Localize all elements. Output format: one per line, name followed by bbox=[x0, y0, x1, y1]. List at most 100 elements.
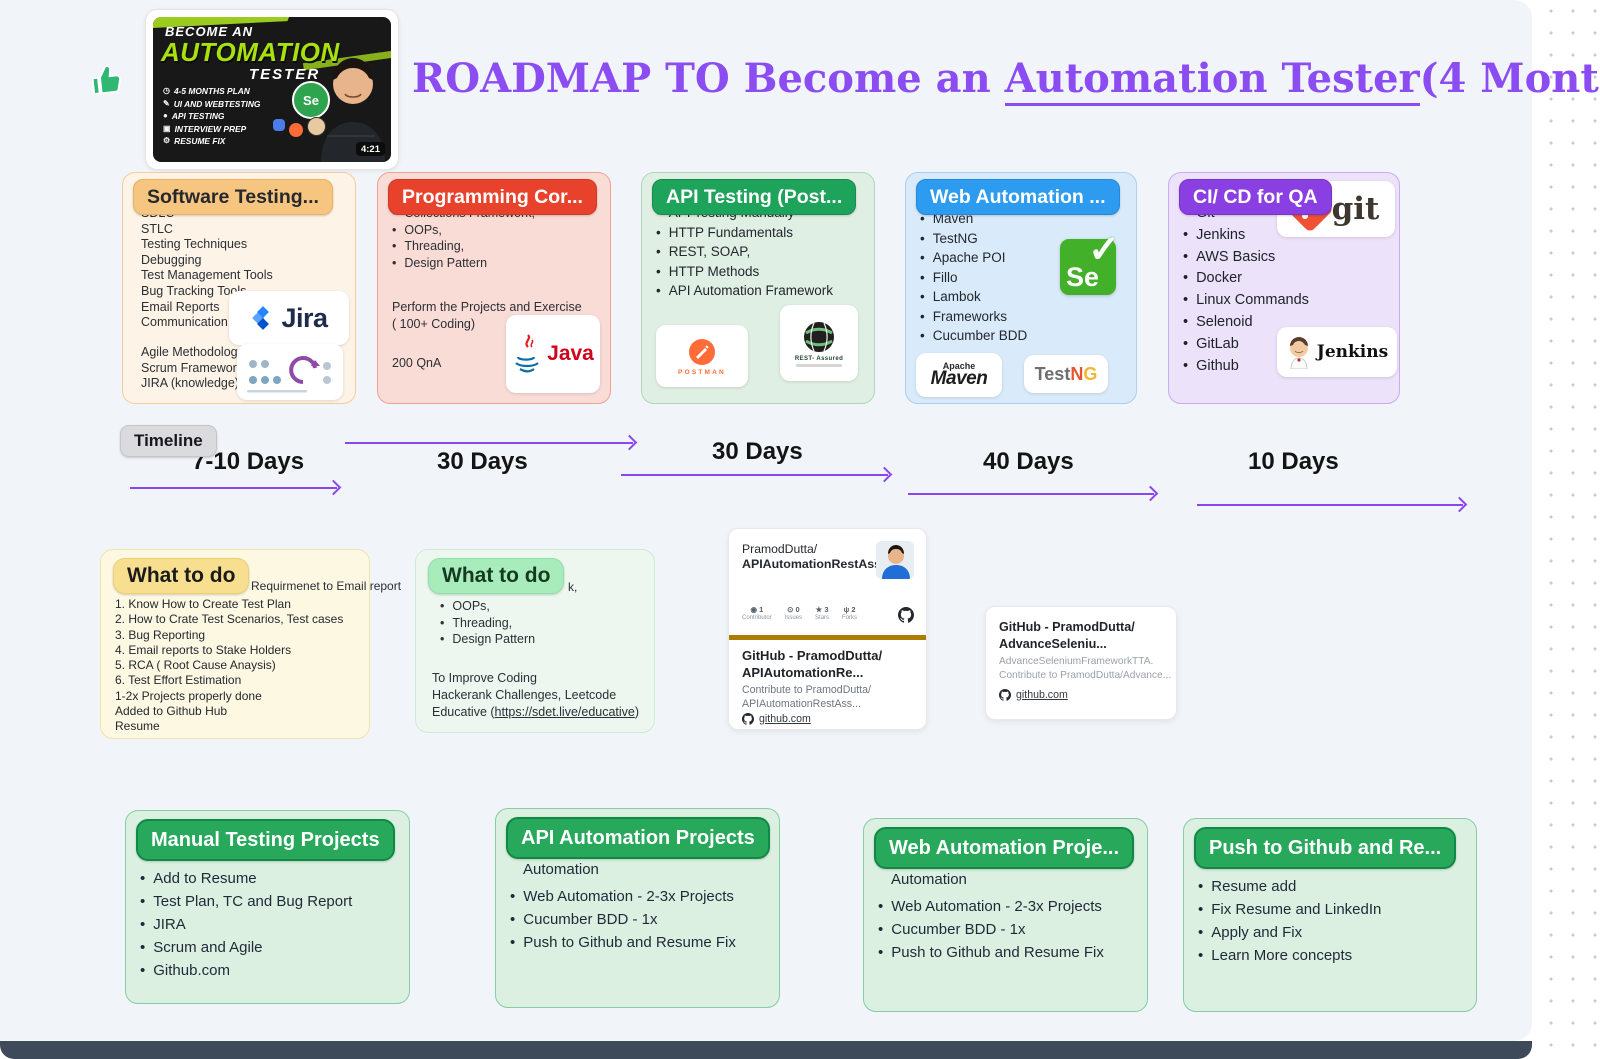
web-automation-list: Maven TestNG Apache POI Fillo Lambok Fra… bbox=[920, 209, 1028, 346]
educative-link[interactable]: https://sdet.live/educative bbox=[494, 705, 635, 719]
thumbnail-title-line3: TESTER bbox=[249, 66, 321, 83]
stat-label: Stars bbox=[815, 615, 830, 621]
list-item: Apache POI bbox=[920, 248, 1027, 268]
video-thumbnail[interactable]: BECOME AN AUTOMATION TESTER ◷4-5 MONTHS … bbox=[145, 9, 399, 170]
card-header-push-to-github: Push to Github and Re... bbox=[1194, 827, 1457, 869]
timeline-arrow[interactable] bbox=[908, 485, 1159, 502]
list-item: REST, SOAP, bbox=[656, 242, 833, 262]
list-item: OOPs, bbox=[440, 598, 535, 615]
card-header-programming: Programming Cor... bbox=[388, 179, 597, 215]
list-item: Resume add bbox=[1198, 875, 1381, 898]
preview-desc-line1: AdvanceSeleniumFrameworkTTA. bbox=[999, 656, 1154, 667]
coding-note-2: Hackerank Challenges, Leetcode bbox=[432, 688, 617, 702]
selenium-check-icon: ✓ bbox=[1088, 229, 1120, 271]
restassured-icon bbox=[804, 321, 834, 352]
contributor-icon: ◉ bbox=[750, 605, 757, 614]
card-what-to-do-manual[interactable]: What to do Requirmenet to Email report 1… bbox=[100, 549, 401, 739]
thumbs-up-icon[interactable] bbox=[88, 58, 128, 105]
timeline-arrow[interactable] bbox=[621, 466, 893, 483]
preview-divider-bar bbox=[729, 635, 926, 640]
list-item: Threading, bbox=[440, 615, 535, 632]
list-item: Frameworks bbox=[920, 307, 1027, 327]
card-push-to-github[interactable]: Push to Github and Re... Resume add Fix … bbox=[1183, 818, 1477, 1012]
card-header-software-testing: Software Testing... bbox=[133, 179, 333, 215]
timeline-arrow[interactable] bbox=[1197, 496, 1468, 513]
card-manual-testing-projects[interactable]: Manual Testing Projects Add to Resume Te… bbox=[125, 810, 410, 1004]
preview-desc-line1: Contribute to PramodDutta/ bbox=[742, 684, 871, 696]
programming-note-2: ( 100+ Coding) bbox=[392, 317, 476, 331]
card-api-testing[interactable]: API Testing (Post... API Testing Manuall… bbox=[641, 172, 875, 404]
timeline-label-pill[interactable]: Timeline bbox=[120, 425, 217, 457]
github-link-row: github.com bbox=[999, 689, 1068, 701]
jenkins-mini-icon bbox=[307, 117, 326, 136]
github-octocat-icon bbox=[999, 689, 1011, 701]
scrum-diagram bbox=[247, 356, 331, 393]
star-icon: ★ bbox=[815, 605, 823, 614]
thumbnail-feature: ●API TESTING bbox=[163, 110, 260, 123]
list-item: Push to Github and Resume Fix bbox=[878, 941, 1104, 964]
clipped-text-fragment: Requirmenet to Email report bbox=[251, 579, 402, 593]
jenkins-wordmark: Jenkins bbox=[1316, 342, 1389, 362]
git-wordmark: git bbox=[1331, 191, 1380, 227]
repo-name-block: PramodDutta/ APIAutomationRestAssu... bbox=[742, 542, 899, 572]
stat-value: 1 bbox=[759, 605, 764, 614]
timeline-arrow[interactable] bbox=[130, 479, 342, 496]
timeline-segment-label[interactable]: 30 Days bbox=[712, 438, 803, 465]
timeline-arrow[interactable] bbox=[345, 434, 638, 451]
timeline-segment-label[interactable]: 40 Days bbox=[983, 448, 1074, 475]
pencil-icon: ✎ bbox=[163, 98, 170, 108]
list-item: Docker bbox=[1183, 268, 1309, 290]
issue-icon-and-value: ⊙ 0 bbox=[787, 605, 800, 614]
avatar bbox=[876, 541, 914, 579]
educative-prefix: Educative ( bbox=[432, 705, 495, 719]
preview-desc-line2: APIAutomationRestAss... bbox=[742, 697, 861, 710]
what-to-do-manual-list: 1. Know How to Create Test Plan 2. How t… bbox=[115, 597, 343, 735]
star-icon-and-value: ★ 3 bbox=[816, 605, 829, 614]
preview-title-line1: GitHub - PramodDutta/ bbox=[742, 648, 883, 663]
board-bottom-edge bbox=[0, 1041, 1532, 1059]
list-item: Lambok bbox=[920, 287, 1027, 307]
tool-icon bbox=[273, 119, 285, 131]
github-card-advance-selenium[interactable]: GitHub - PramodDutta/ AdvanceSeleniu... … bbox=[985, 606, 1177, 720]
card-api-automation-projects[interactable]: API Automation Projects Automation Web A… bbox=[495, 808, 780, 1008]
card-web-automation-projects[interactable]: Web Automation Proje... Automation Web A… bbox=[863, 818, 1148, 1012]
github-link[interactable]: github.com bbox=[759, 713, 811, 725]
feature-label: UI AND WEBTESTING bbox=[173, 98, 261, 109]
coding-note: To Improve Coding bbox=[432, 671, 537, 685]
card-cicd[interactable]: CI/ CD for QA Git Jenkins AWS Basics Doc… bbox=[1168, 172, 1400, 404]
repo-owner: PramodDutta/ bbox=[742, 542, 818, 556]
title-prefix: ROADMAP TO Become an bbox=[412, 55, 1005, 102]
github-card-api-automation[interactable]: PramodDutta/ APIAutomationRestAssu... ◉ … bbox=[728, 528, 927, 730]
testng-part2: N bbox=[1070, 363, 1084, 384]
timeline-segment-label[interactable]: 10 Days bbox=[1248, 448, 1339, 475]
educative-suffix: ) bbox=[634, 705, 640, 719]
preview-title-line2: APIAutomationRe... bbox=[742, 664, 864, 680]
jenkins-logo: Jenkins bbox=[1277, 327, 1397, 377]
list-item: Apply and Fix bbox=[1198, 921, 1381, 944]
card-programming[interactable]: Programming Cor... Collections Framework… bbox=[377, 172, 611, 404]
timeline-segment-label[interactable]: 30 Days bbox=[437, 448, 528, 475]
testng-part3: G bbox=[1083, 363, 1098, 384]
list-item: HTTP Methods bbox=[656, 262, 833, 282]
list-item: Debugging bbox=[141, 252, 202, 267]
list-item: 1-2x Projects properly done bbox=[115, 688, 262, 703]
list-item: Cucumber BDD - 1x bbox=[878, 918, 1104, 941]
card-header-api-automation-projects: API Automation Projects bbox=[506, 817, 770, 859]
github-link[interactable]: github.com bbox=[1016, 689, 1068, 701]
list-item: Selenoid bbox=[1183, 312, 1309, 334]
list-item: Resume bbox=[115, 719, 160, 734]
maven-wordmark: Maven bbox=[930, 368, 988, 389]
postman-logo: POSTMAN bbox=[656, 325, 748, 387]
clock-icon: ◷ bbox=[163, 86, 170, 95]
card-what-to-do-coding[interactable]: What to do k, OOPs, Threading, Design Pa… bbox=[415, 549, 655, 733]
card-software-testing[interactable]: Software Testing... SDLC STLC Testing Te… bbox=[122, 172, 356, 404]
gear-icon: ⚙ bbox=[163, 136, 171, 146]
thumbs-up-glyph bbox=[91, 65, 121, 95]
list-item: Push to Github and Resume Fix bbox=[510, 931, 736, 954]
restassured-logo: REST- Assured bbox=[780, 305, 858, 381]
list-item: Fillo bbox=[920, 268, 1027, 288]
card-web-automation[interactable]: Web Automation ... Maven TestNG Apache P… bbox=[905, 172, 1137, 404]
